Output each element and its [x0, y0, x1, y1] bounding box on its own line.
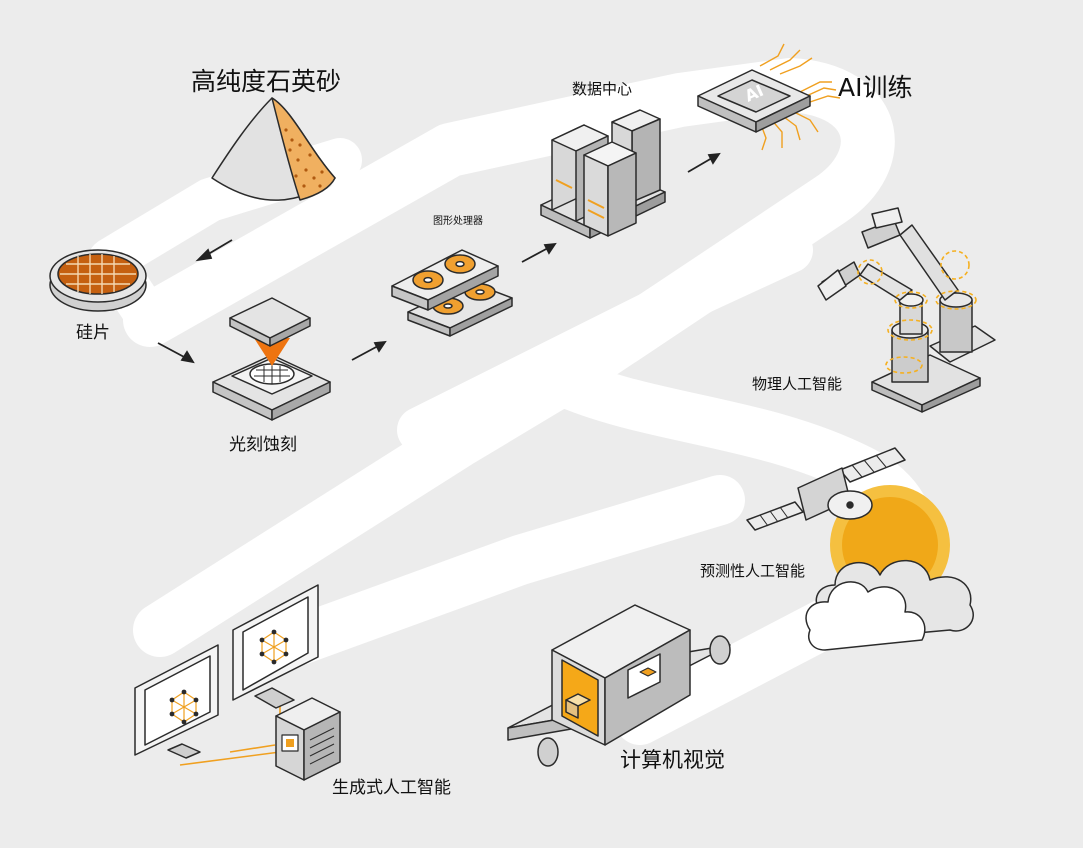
label-gpu: 图形处理器	[433, 216, 483, 227]
server-rack-icon	[540, 109, 666, 239]
satellite-icon	[746, 447, 974, 651]
label-data-center: 数据中心	[572, 80, 633, 98]
wafer-icon	[49, 249, 147, 312]
label-generative-ai: 生成式人工智能	[332, 778, 451, 798]
monitor-network-icon	[134, 584, 341, 781]
arrow-icon	[351, 340, 387, 361]
main-path	[123, 58, 895, 657]
ai-chip-icon: AI	[697, 43, 841, 151]
label-quartz-sand: 高纯度石英砂	[191, 67, 342, 96]
sand-pile-icon	[211, 97, 336, 201]
label-predictive-ai: 预测性人工智能	[700, 562, 806, 580]
label-physical-ai: 物理人工智能	[752, 375, 843, 393]
lithography-machine-icon	[212, 297, 331, 421]
arrow-icon	[687, 152, 721, 173]
branch-path-mid	[397, 227, 813, 453]
arrow-icon	[157, 342, 195, 364]
arrow-icon	[195, 239, 233, 262]
label-wafer: 硅片	[76, 323, 110, 343]
branch-path-bottom	[275, 475, 745, 665]
gpu-card-icon	[391, 249, 513, 337]
label-computer-vision: 计算机视觉	[620, 748, 725, 772]
label-ai-training: AI训练	[838, 73, 913, 102]
arrow-icon	[521, 242, 557, 263]
label-lithography: 光刻蚀刻	[229, 435, 297, 455]
robot-arm-icon	[817, 207, 996, 413]
conveyor-scanner-icon	[507, 604, 731, 767]
flow-arrows	[157, 152, 721, 364]
